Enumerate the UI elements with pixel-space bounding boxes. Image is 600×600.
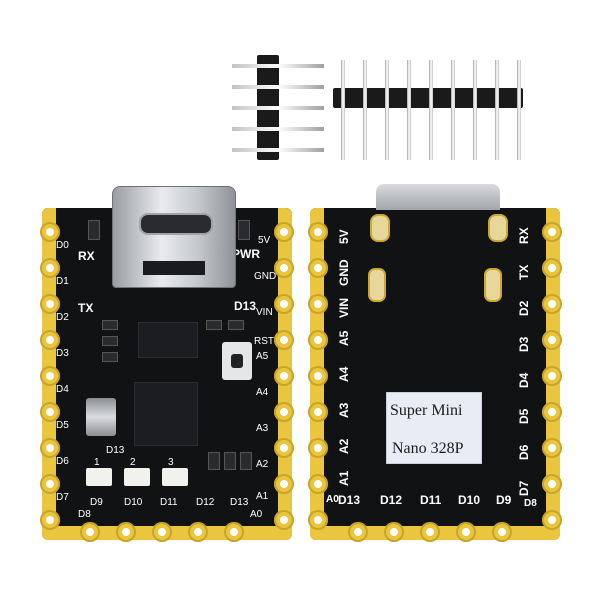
- back-board: 5V GND VIN A5 A4 A3 A2 A1 A0 RX TX D2 D3…: [308, 184, 562, 542]
- front-left-label: D0: [56, 240, 69, 251]
- tx-label: TX: [78, 301, 94, 315]
- back-left-label: A5: [337, 330, 351, 346]
- back-left-label: A4: [337, 366, 351, 382]
- front-right-label: A3: [256, 423, 269, 434]
- back-left-label: A2: [337, 438, 351, 454]
- usb-serial-chip: [138, 322, 198, 358]
- back-right-label: D3: [517, 336, 531, 352]
- back-left-label: A0: [326, 494, 339, 505]
- crystal: [86, 398, 116, 436]
- front-left-label: D8: [78, 509, 91, 520]
- pin-header-vertical: [232, 55, 324, 160]
- sticker-line2: Nano 328P: [392, 440, 464, 457]
- back-right-label: RX: [517, 227, 531, 244]
- rx-label: RX: [78, 249, 95, 263]
- rx-led: [88, 220, 100, 240]
- back-left-label: A3: [337, 402, 351, 418]
- led-2: [124, 468, 150, 486]
- back-left-label: A1: [337, 470, 351, 486]
- d13-label: D13: [234, 299, 257, 313]
- back-right-label: D5: [517, 408, 531, 424]
- back-bottom-label: D9: [496, 493, 512, 507]
- sticker-line1: Super Mini: [390, 402, 463, 419]
- front-right-label: A1: [256, 491, 269, 502]
- front-bottom-label: D11: [160, 497, 178, 508]
- led-number: 2: [130, 457, 136, 468]
- back-right-label: D4: [517, 372, 531, 388]
- front-bottom-label: D12: [196, 497, 215, 508]
- back-left-label: GND: [337, 259, 351, 286]
- back-right-label: TX: [517, 264, 531, 280]
- reset-button: [222, 342, 252, 380]
- front-left-label: D4: [56, 384, 69, 395]
- front-right-label: RST: [254, 336, 274, 347]
- back-bottom-label: D12: [380, 493, 403, 507]
- back-right-label: D2: [517, 300, 531, 316]
- chip-sticker: [386, 392, 482, 464]
- front-bottom-label: D10: [124, 497, 143, 508]
- front-right-label: A4: [256, 387, 269, 398]
- front-right-label: GND: [254, 271, 277, 282]
- front-bottom-label: D13: [230, 497, 249, 508]
- led-number: 3: [168, 457, 174, 468]
- front-bottom-label: D9: [90, 497, 103, 508]
- back-bottom-label: D11: [420, 493, 442, 507]
- back-right-label: D7: [517, 480, 531, 496]
- pwr-led: [238, 220, 250, 240]
- back-right-label: D8: [524, 498, 537, 509]
- front-right-label: 5V: [258, 235, 271, 246]
- back-bottom-label: D13: [338, 493, 361, 507]
- front-left-label: D3: [56, 348, 69, 359]
- usb-shell-back: [376, 184, 500, 210]
- front-left-label: D7: [56, 492, 69, 503]
- front-right-label: A5: [256, 351, 269, 362]
- front-left-label: D2: [56, 312, 69, 323]
- back-bottom-label: D10: [458, 493, 481, 507]
- front-right-label: A2: [256, 459, 269, 470]
- back-right-label: D6: [517, 444, 531, 460]
- led-1: [86, 468, 112, 486]
- back-left-label: VIN: [337, 297, 351, 318]
- front-right-label: A0: [250, 509, 263, 520]
- pin-header-horizontal: [333, 60, 523, 160]
- usb-c-connector: [112, 186, 236, 288]
- led-3: [162, 468, 188, 486]
- pwr-label: PWR: [232, 247, 260, 261]
- mcu-chip: [134, 382, 198, 446]
- front-left-label: D6: [56, 456, 69, 467]
- back-left-label: 5V: [337, 229, 351, 244]
- led-d13-label: D13: [106, 445, 125, 456]
- led-number: 1: [94, 457, 100, 468]
- front-left-label: D1: [56, 276, 69, 287]
- front-left-label: D5: [56, 420, 69, 431]
- front-right-label: VIN: [256, 307, 273, 318]
- front-board: D0 D1 D2 D3 D4 D5 D6 D7 D8 5V GND VIN RS…: [40, 186, 294, 542]
